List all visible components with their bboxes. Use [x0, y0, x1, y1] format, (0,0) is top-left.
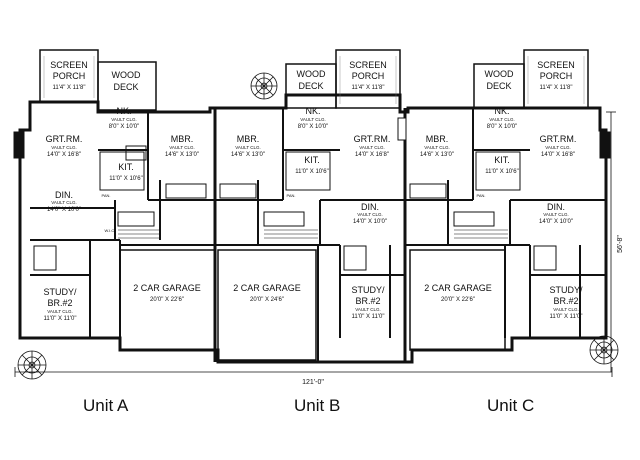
unit-a-great-room-dims: 14'0" X 16'8" [47, 152, 81, 158]
unit-a-master-bedroom-dims: 14'6" X 13'0" [165, 152, 199, 158]
unit-a-pantry-label: PAN. [101, 193, 110, 198]
overall-width-dimension: 121'-0" [14, 367, 613, 386]
unit-c-nook-note: VAULT CLG. [489, 117, 515, 122]
shrub-top-center-icon [250, 72, 278, 100]
unit-c-study-label-2: BR.#2 [553, 296, 578, 306]
unit-a-dining-dims: 14'0" X 10'0" [47, 207, 81, 213]
unit-b-garage-label: 2 CAR GARAGE [233, 283, 301, 293]
unit-b-caption: Unit B [294, 396, 341, 415]
unit-c-screen-porch-label: SCREEN [537, 60, 575, 70]
unit-b-master-bedroom-note: VAULT CLG. [235, 145, 261, 150]
unit-a-study-label: STUDY/ [43, 287, 77, 297]
unit-a-study-dims: 11'0" X 11'0" [43, 316, 76, 322]
unit-c-study-note: VAULT CLG. [553, 307, 579, 312]
unit-b-screen-porch-dims: 11'4" X 11'8" [351, 85, 384, 91]
unit-c-great-room-note: VAULT CLG. [545, 145, 571, 150]
unit-b-master-bedroom-label: MBR. [237, 134, 260, 144]
overall-depth-dimension: 56'-8" [606, 111, 624, 372]
unit-a-wic-label: W.I.C. [105, 228, 116, 233]
unit-b-dining-dims: 14'0" X 10'0" [353, 219, 387, 225]
unit-c-caption: Unit C [487, 396, 535, 415]
unit-c-study-label: STUDY/ [549, 285, 583, 295]
unit-c-great-room-dims: 14'0" X 16'8" [541, 152, 575, 158]
unit-c-wood-deck-label-2: DECK [486, 81, 511, 91]
garage-outlines [119, 249, 506, 361]
fireplace-icons [13, 117, 611, 159]
outdoor-spaces [39, 49, 589, 111]
unit-b-screen-porch-label-2: PORCH [352, 71, 385, 81]
unit-a-study-label-2: BR.#2 [47, 298, 72, 308]
overall-depth-label: 56'-8" [617, 235, 624, 253]
unit-b-kitchen-dims: 11'0" X 10'6" [295, 169, 328, 175]
shrub-bottom-right-icon [589, 335, 619, 365]
unit-a-wood-deck-label: WOOD [112, 70, 141, 80]
unit-b-great-room-note: VAULT CLG. [359, 145, 385, 150]
porch-screen-hatching [43, 56, 585, 104]
unit-b-wood-deck-label-2: DECK [298, 81, 323, 91]
unit-a-screen-porch-label-2: PORCH [53, 71, 86, 81]
unit-a-caption: Unit A [83, 396, 129, 415]
unit-a-master-bedroom-note: VAULT CLG. [169, 145, 195, 150]
unit-c-great-room-label: GRT.RM. [540, 134, 577, 144]
unit-b-nook-dims: 8'0" X 10'0" [298, 124, 329, 130]
unit-b-garage-dims: 20'0" X 24'6" [250, 297, 284, 303]
unit-b-study-dims: 11'0" X 11'0" [351, 314, 384, 320]
unit-a-dining-note: VAULT CLG. [51, 200, 77, 205]
unit-c-master-bedroom-dims: 14'6" X 13'0" [420, 152, 454, 158]
unit-b-nook-note: VAULT CLG. [300, 117, 326, 122]
unit-c-nook-label: NK. [494, 106, 509, 116]
unit-a-master-bedroom-label: MBR. [171, 134, 194, 144]
unit-a-great-room-note: VAULT CLG. [51, 145, 77, 150]
unit-b-study-label: STUDY/ [351, 285, 385, 295]
unit-c-nook-dims: 8'0" X 10'0" [487, 124, 518, 130]
unit-b-study-note: VAULT CLG. [355, 307, 381, 312]
stairs [118, 229, 508, 239]
unit-b-great-room-label: GRT.RM. [354, 134, 391, 144]
unit-c-wood-deck-label: WOOD [485, 69, 514, 79]
unit-c-screen-porch-dims: 11'4" X 11'8" [539, 85, 572, 91]
unit-c-screen-porch-label-2: PORCH [540, 71, 573, 81]
unit-b-study-label-2: BR.#2 [355, 296, 380, 306]
unit-c-master-bedroom-label: MBR. [426, 134, 449, 144]
kitchen-fixtures [99, 145, 521, 191]
unit-b-kitchen-label: KIT. [304, 155, 320, 165]
shrub-bottom-left-icon [17, 350, 47, 380]
unit-a-kitchen-label: KIT. [118, 162, 134, 172]
unit-c-master-bedroom-note: VAULT CLG. [424, 145, 450, 150]
unit-c-kitchen-label: KIT. [494, 155, 510, 165]
unit-c-garage-dims: 20'0" X 22'6" [441, 297, 475, 303]
unit-c-kitchen-dims: 11'0" X 10'6" [485, 169, 518, 175]
unit-a-screen-porch-label: SCREEN [50, 60, 88, 70]
unit-a-nook-label: NK. [116, 106, 131, 116]
unit-a-nook-dims: 8'0" X 10'0" [109, 124, 140, 130]
unit-a-garage-dims: 20'0" X 22'6" [150, 297, 184, 303]
unit-a-wood-deck-label-2: DECK [113, 82, 138, 92]
bath-fixtures [33, 183, 557, 271]
overall-width-label: 121'-0" [302, 379, 324, 386]
unit-c-garage-label: 2 CAR GARAGE [424, 283, 492, 293]
unit-c-dining-label: DIN. [547, 202, 565, 212]
unit-b-pantry-label: PAN. [286, 193, 295, 198]
unit-b-master-bedroom-dims: 14'6" X 13'0" [231, 152, 265, 158]
unit-a-great-room-label: GRT.RM. [46, 134, 83, 144]
unit-a-kitchen-dims: 11'0" X 10'6" [109, 176, 142, 182]
unit-b-wood-deck-label: WOOD [297, 69, 326, 79]
unit-a-garage-label: 2 CAR GARAGE [133, 283, 201, 293]
unit-c-pantry-label: PAN. [476, 193, 485, 198]
unit-b-dining-label: DIN. [361, 202, 379, 212]
unit-b-dining-note: VAULT CLG. [357, 212, 383, 217]
interior-walls [30, 108, 606, 362]
unit-a-study-note: VAULT CLG. [47, 309, 73, 314]
unit-c-dining-dims: 14'0" X 10'0" [539, 219, 573, 225]
unit-a-nook-note: VAULT CLG. [111, 117, 137, 122]
unit-b-great-room-dims: 14'0" X 16'8" [355, 152, 389, 158]
unit-c-study-dims: 11'0" X 11'0" [549, 314, 582, 320]
unit-a-screen-porch-dims: 11'4" X 11'8" [52, 85, 85, 91]
unit-c-dining-note: VAULT CLG. [543, 212, 569, 217]
unit-a-dining-label: DIN. [55, 190, 73, 200]
unit-b-nook-label: NK. [305, 106, 320, 116]
unit-b-screen-porch-label: SCREEN [349, 60, 387, 70]
